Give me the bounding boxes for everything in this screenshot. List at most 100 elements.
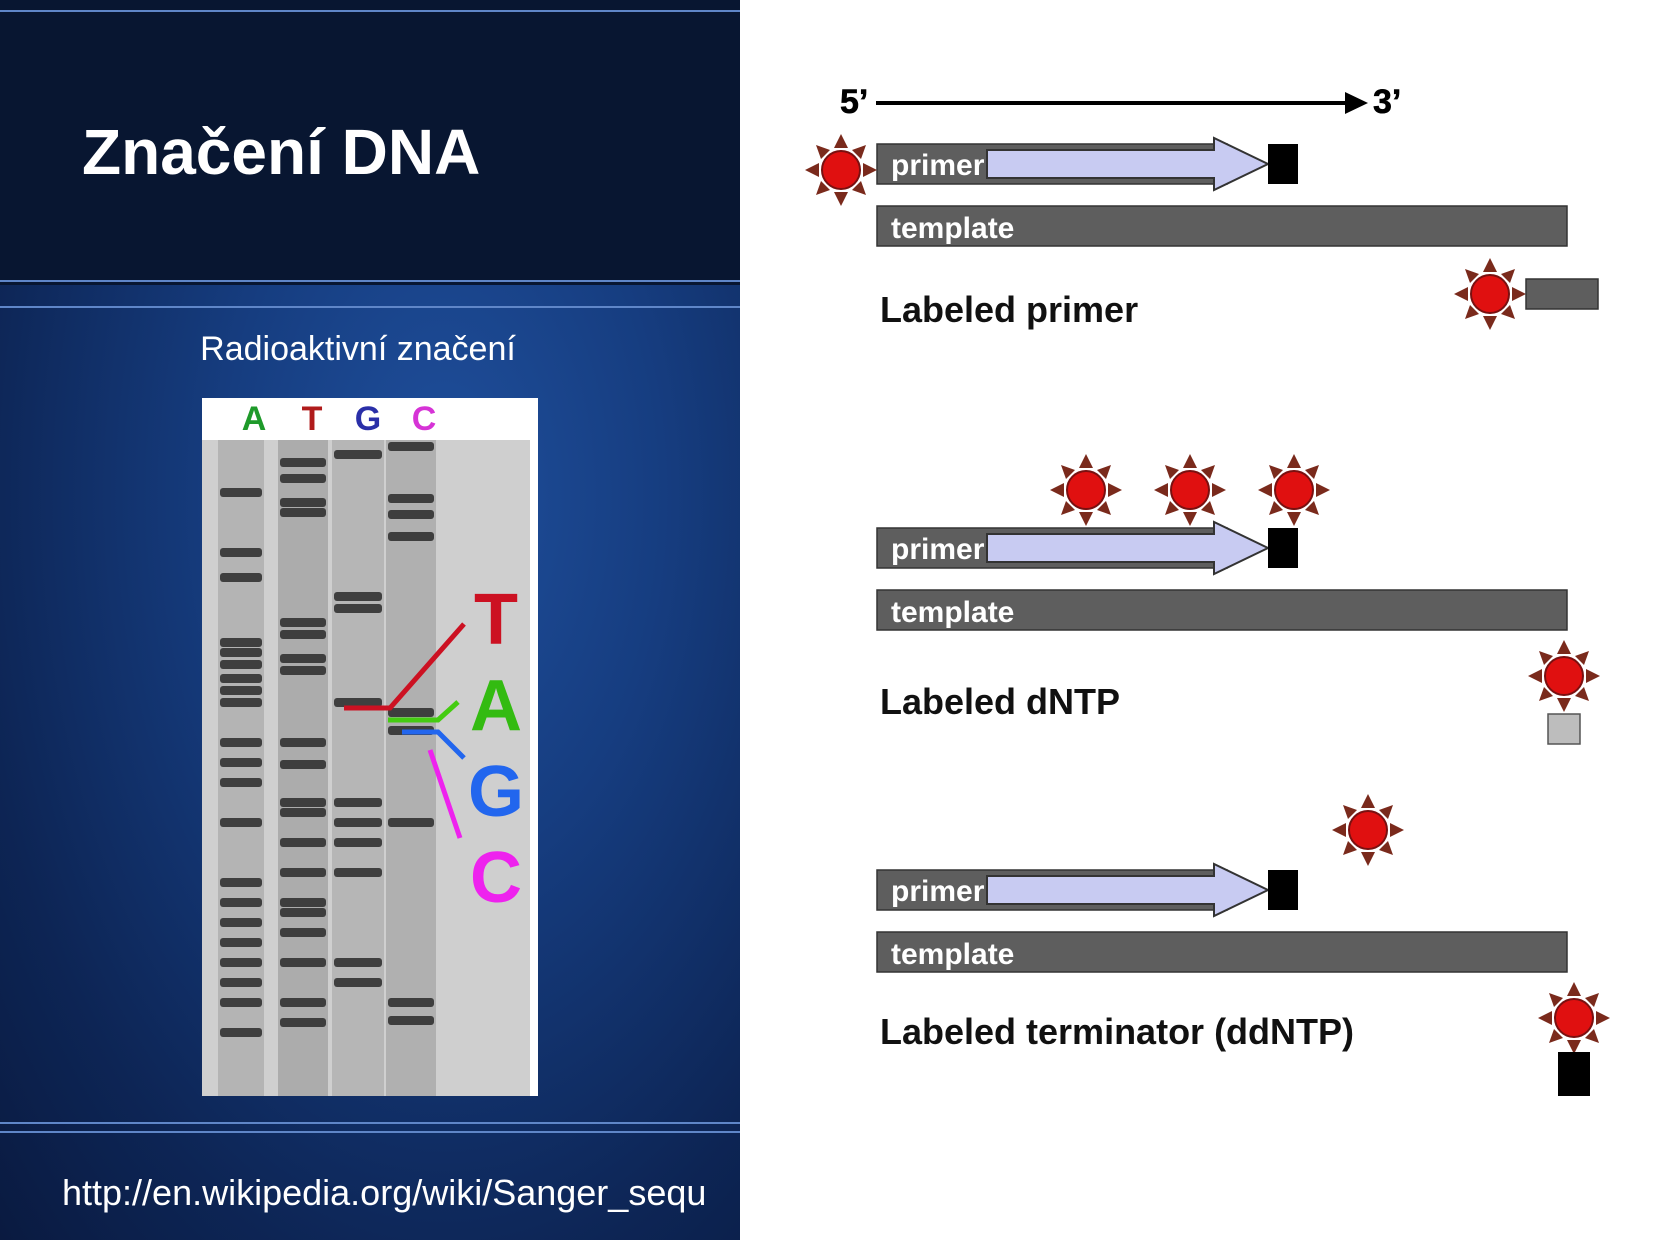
template-label: template bbox=[891, 596, 1014, 629]
gel-band bbox=[220, 918, 262, 927]
gel-lane-c bbox=[386, 440, 436, 1096]
gel-band bbox=[280, 498, 326, 507]
gel-band bbox=[280, 998, 326, 1007]
divider-line bbox=[0, 280, 740, 282]
caption-labeled-terminator: Labeled terminator (ddNTP) bbox=[880, 1011, 1354, 1052]
gel-band bbox=[280, 738, 326, 747]
three-prime-label: 3’ bbox=[1373, 83, 1401, 121]
gel-band bbox=[334, 698, 382, 707]
read-letter-t: T bbox=[474, 580, 518, 660]
primer-label: primer bbox=[891, 533, 985, 566]
gel-band bbox=[388, 532, 434, 541]
gel-band bbox=[388, 494, 434, 503]
caption-labeled-dntp: Labeled dNTP bbox=[880, 681, 1120, 722]
five-prime-label: 5’ bbox=[840, 83, 868, 121]
template-label: template bbox=[891, 938, 1014, 971]
gel-band bbox=[334, 604, 382, 613]
divider-line bbox=[0, 1122, 740, 1124]
gel-band bbox=[334, 798, 382, 807]
gel-band bbox=[220, 674, 262, 683]
gel-band bbox=[334, 592, 382, 601]
radiolabel-star-icon bbox=[804, 133, 878, 207]
labeling-methods-diagram: 5’ 3’ primer template Labeled primer pri… bbox=[804, 83, 1611, 1096]
gel-band bbox=[220, 686, 262, 695]
lane-label-a: A bbox=[242, 400, 267, 438]
radiolabel-star-icon bbox=[1257, 453, 1331, 527]
gel-band bbox=[388, 442, 434, 451]
source-url: http://en.wikipedia.org/wiki/Sanger_sequ bbox=[62, 1172, 707, 1213]
gel-band bbox=[220, 778, 262, 787]
legend-star-icon bbox=[1453, 257, 1527, 331]
gel-band bbox=[280, 868, 326, 877]
gel-band bbox=[280, 458, 326, 467]
gel-band bbox=[388, 998, 434, 1007]
slide-subtitle: Radioaktivní značení bbox=[200, 330, 516, 368]
gel-band bbox=[334, 868, 382, 877]
gel-band bbox=[280, 508, 326, 517]
gel-band bbox=[334, 818, 382, 827]
panel-labeled-primer: primer template Labeled primer bbox=[804, 133, 1599, 331]
gel-band bbox=[220, 958, 262, 967]
gel-band bbox=[220, 938, 262, 947]
gel-lane-g bbox=[332, 440, 384, 1096]
legend-star-icon bbox=[1527, 639, 1601, 713]
divider-line bbox=[0, 306, 740, 308]
panel-labeled-dntp: primer template Labeled dNTP bbox=[876, 453, 1601, 745]
gel-band bbox=[220, 1028, 262, 1037]
slide-left-panel: Značení DNA Radioaktivní značení A T G C… bbox=[0, 0, 740, 1240]
gel-lane-a bbox=[218, 440, 264, 1096]
gel-band bbox=[280, 760, 326, 769]
read-line-c bbox=[427, 749, 463, 839]
gel-band bbox=[334, 978, 382, 987]
gel-band bbox=[280, 928, 326, 937]
gel-band bbox=[220, 573, 262, 582]
gel-band bbox=[280, 618, 326, 627]
gel-band bbox=[220, 648, 262, 657]
gel-band bbox=[280, 798, 326, 807]
gel-band bbox=[220, 738, 262, 747]
gel-band bbox=[220, 898, 262, 907]
gel-band bbox=[280, 474, 326, 483]
read-letter-c: C bbox=[470, 838, 522, 918]
gel-band bbox=[388, 1016, 434, 1025]
read-line-a bbox=[388, 700, 460, 723]
title-band bbox=[0, 0, 740, 285]
gel-band bbox=[280, 654, 326, 663]
radiolabel-star-icon bbox=[1049, 453, 1123, 527]
gel-band bbox=[280, 666, 326, 675]
legend-terminator-block bbox=[1558, 1052, 1590, 1096]
gel-band bbox=[280, 898, 326, 907]
panel-labeled-terminator: primer template Labeled terminator (ddNT… bbox=[876, 793, 1611, 1096]
gel-band bbox=[334, 958, 382, 967]
gel-band bbox=[220, 978, 262, 987]
gel-band bbox=[334, 450, 382, 459]
caption-labeled-primer: Labeled primer bbox=[880, 289, 1138, 330]
legend-primer-block bbox=[1525, 278, 1599, 310]
gel-band bbox=[280, 1018, 326, 1027]
gel-band bbox=[220, 698, 262, 707]
gel-band bbox=[220, 638, 262, 647]
primer-label: primer bbox=[891, 149, 985, 182]
gel-band bbox=[220, 758, 262, 767]
lane-label-c: C bbox=[412, 400, 437, 438]
gel-band bbox=[220, 818, 262, 827]
gel-band bbox=[280, 908, 326, 917]
gel-band bbox=[220, 548, 262, 557]
slide-title: Značení DNA bbox=[82, 116, 481, 188]
legend-dntp-block bbox=[1547, 713, 1581, 745]
divider-line bbox=[0, 1131, 740, 1133]
gel-band bbox=[280, 838, 326, 847]
gel-band bbox=[220, 998, 262, 1007]
read-line-g bbox=[402, 729, 466, 760]
template-label: template bbox=[891, 212, 1014, 245]
direction-arrowhead bbox=[1345, 92, 1368, 114]
gel-band bbox=[280, 958, 326, 967]
gel-band bbox=[220, 488, 262, 497]
gel-band bbox=[220, 878, 262, 887]
legend-star-icon bbox=[1537, 981, 1611, 1055]
gel-band bbox=[334, 838, 382, 847]
gel-band bbox=[388, 818, 434, 827]
read-letter-a: A bbox=[470, 666, 522, 746]
gel-bands bbox=[220, 442, 434, 1037]
